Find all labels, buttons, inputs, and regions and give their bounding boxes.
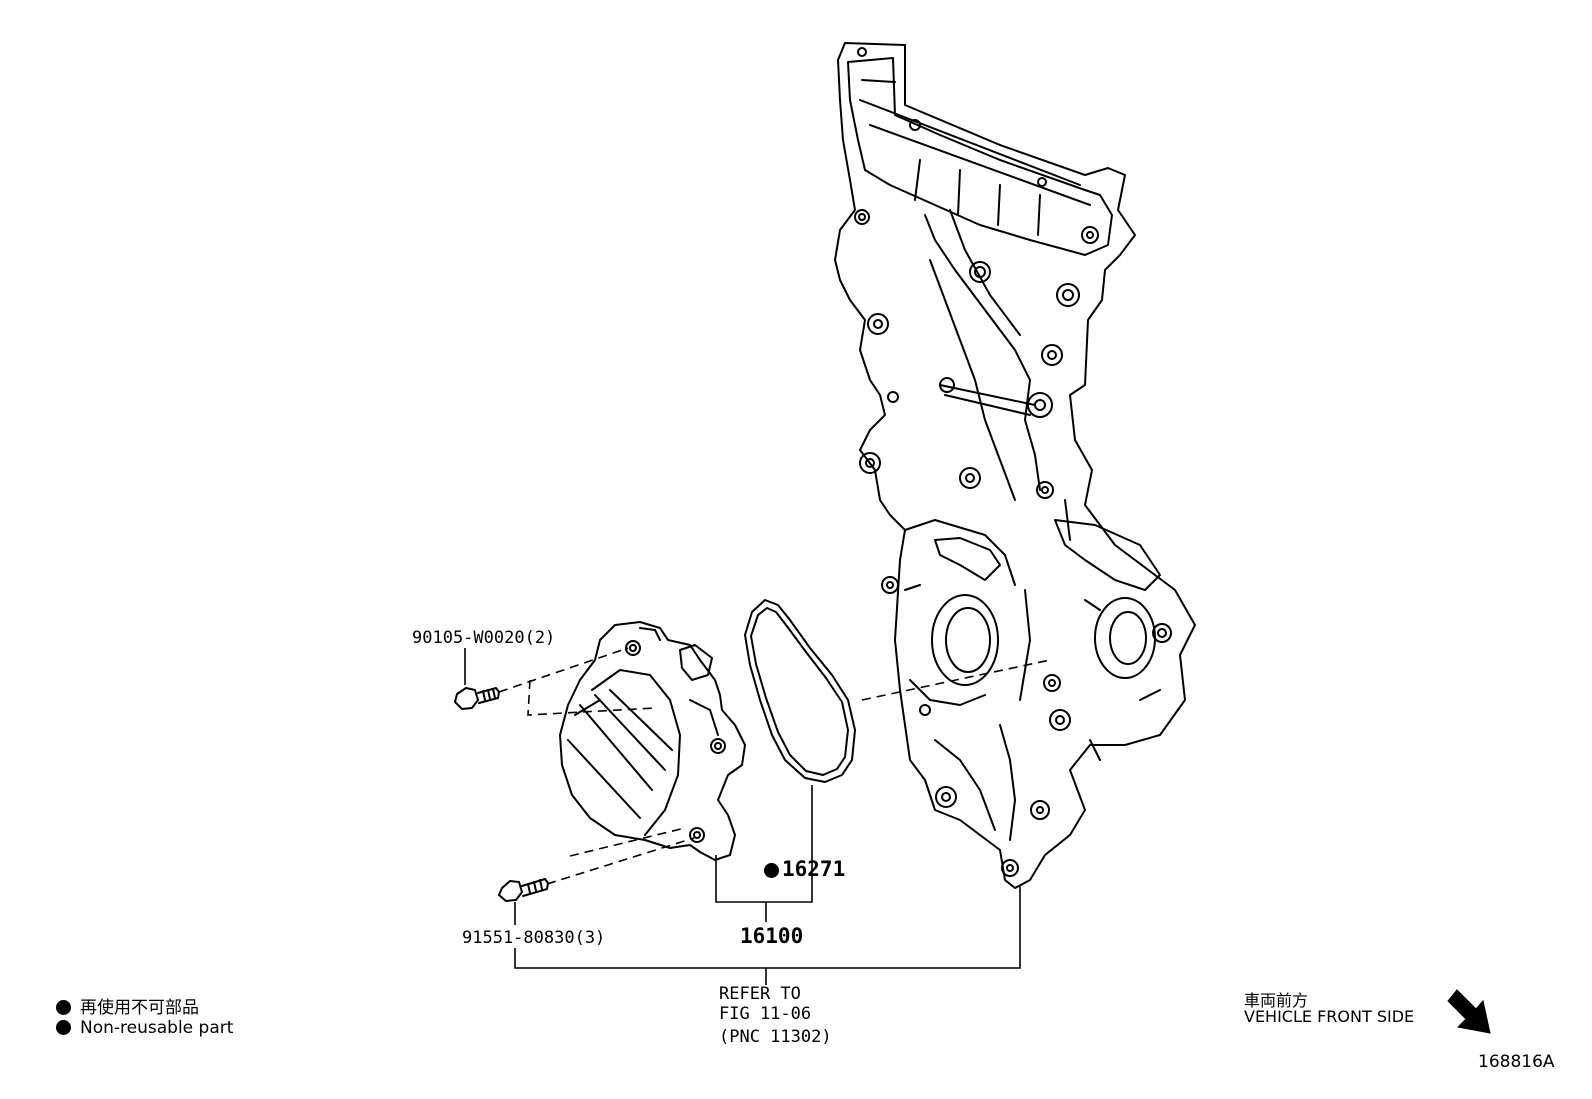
part-label-gasket[interactable]: 16271 (764, 857, 845, 881)
gasket-drawing (744, 599, 856, 783)
reference-line-1: REFER TO (719, 984, 801, 1004)
figure-id: 168816A (1478, 1052, 1555, 1072)
legend-row-en: Non-reusable part (56, 1018, 233, 1038)
legend-text-jp: 再使用不可部品 (80, 998, 199, 1018)
arrow-down-right-icon (1447, 989, 1491, 1034)
part-label-water-pump[interactable]: 16100 (740, 924, 804, 948)
non-reusable-marker-icon (764, 863, 779, 878)
part-label-bolt-lower[interactable]: 91551-80830(3) (462, 928, 606, 948)
reference-line-2[interactable]: FIG 11-06 (719, 1004, 812, 1024)
leader-lines (464, 648, 1021, 985)
bolt-upper-drawing (454, 687, 500, 710)
bolt-lower-drawing (498, 878, 549, 902)
part-number-gasket: 16271 (782, 857, 846, 881)
part-label-bolt-upper[interactable]: 90105-W0020(2) (412, 628, 556, 648)
reference-line-3[interactable]: (PNC 11302) (719, 1027, 832, 1047)
assembly-dashed-lines (498, 647, 1051, 885)
legend-row-jp: 再使用不可部品 (56, 993, 199, 1018)
water-pump-drawing (559, 621, 746, 861)
legend-text-en: Non-reusable part (80, 1018, 234, 1038)
direction-label-jp: 車両前方 (1244, 991, 1309, 1010)
legend-dot-icon (56, 1020, 71, 1035)
legend-dot-icon (56, 1000, 71, 1015)
direction-label-en: VEHICLE FRONT SIDE (1244, 1007, 1415, 1026)
timing-chain-cover-drawing (834, 42, 1196, 889)
